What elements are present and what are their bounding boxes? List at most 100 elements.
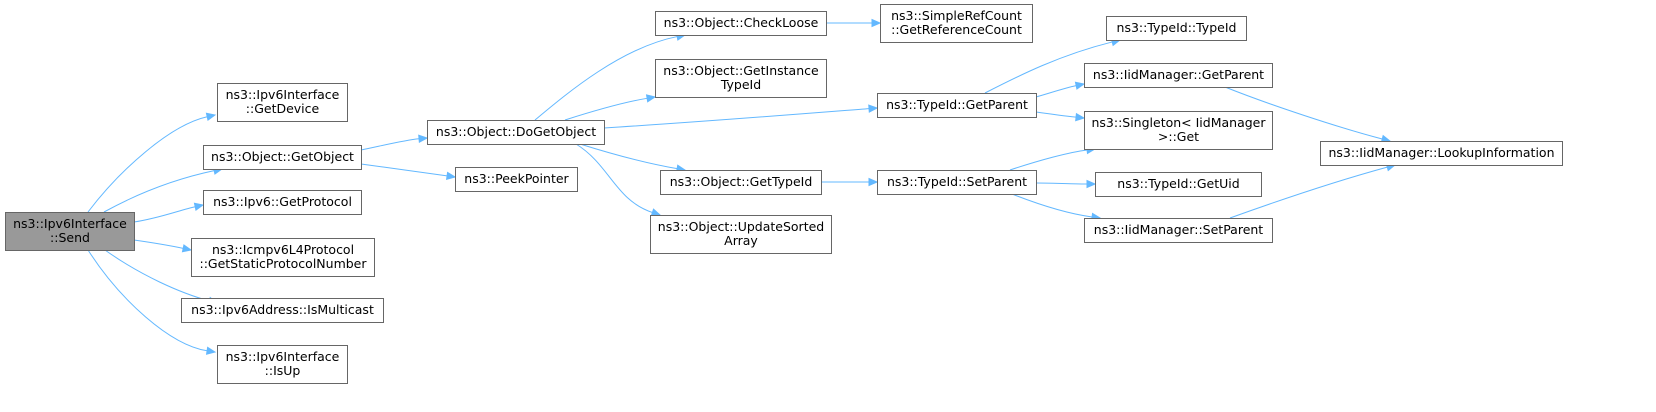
- node-label: ns3::Object::CheckLoose: [664, 15, 819, 30]
- node-box: [217, 345, 348, 384]
- arrowhead-send-to-getprotocol: [193, 202, 205, 211]
- arrowhead-send-to-isup: [205, 346, 217, 355]
- node-label: ns3::Ipv6Interface: [13, 216, 127, 231]
- node-typeid_typeid[interactable]: ns3::TypeId::TypeId: [1106, 16, 1247, 41]
- node-obj_gettypeid[interactable]: ns3::Object::GetTypeId: [660, 170, 822, 195]
- node-box: [455, 167, 578, 192]
- node-label: >::Get: [1158, 129, 1199, 144]
- node-checkloose[interactable]: ns3::Object::CheckLoose: [655, 11, 827, 36]
- arrowhead-dogetobject-to-getinstancetypeid: [645, 94, 657, 103]
- arrowhead-send-to-icmpv6: [181, 244, 193, 253]
- node-box: [1106, 16, 1247, 41]
- node-label: ns3::Ipv6Interface: [226, 87, 340, 102]
- node-box: [660, 170, 822, 195]
- node-box: [203, 190, 362, 215]
- edge-send-to-getprotocol: [133, 206, 196, 223]
- node-box: [203, 145, 362, 170]
- edge-dogetobject-to-typeid_getparent: [603, 108, 870, 129]
- node-iid_setparent[interactable]: ns3::IidManager::SetParent: [1084, 218, 1273, 243]
- edge-send-to-getobject: [103, 170, 215, 213]
- node-peekpointer[interactable]: ns3::PeekPointer: [455, 167, 578, 192]
- node-label: ::Send: [50, 230, 90, 245]
- edge-typeid_getparent-to-iid_getparent: [1035, 85, 1077, 98]
- node-typeid_setparent[interactable]: ns3::TypeId::SetParent: [877, 170, 1037, 195]
- node-box: [1084, 111, 1273, 150]
- edge-typeid_setparent-to-iid_setparent: [1011, 193, 1093, 218]
- edge-typeid_setparent-to-typeid_getuid: [1035, 182, 1088, 185]
- edge-dogetobject-to-checkloose: [534, 36, 678, 121]
- node-getprotocol[interactable]: ns3::Ipv6::GetProtocol: [203, 190, 362, 215]
- node-label: ns3::Object::GetInstance: [663, 63, 819, 78]
- node-label: ns3::Ipv6Address::IsMulticast: [191, 302, 374, 317]
- nodes-layer: ns3::Ipv6Interface::Sendns3::Ipv6Interfa…: [5, 4, 1563, 384]
- node-typeid_getuid[interactable]: ns3::TypeId::GetUid: [1095, 172, 1262, 197]
- arrowhead-dogetobject-to-typeid_getparent: [868, 104, 879, 113]
- node-label: ns3::TypeId::TypeId: [1117, 20, 1237, 35]
- node-ismulticast[interactable]: ns3::Ipv6Address::IsMulticast: [181, 298, 384, 323]
- arrowhead-obj_gettypeid-to-typeid_setparent: [868, 177, 879, 187]
- node-getobject[interactable]: ns3::Object::GetObject: [203, 145, 362, 170]
- node-box: [1084, 63, 1273, 88]
- node-box: [1320, 141, 1563, 166]
- node-singleton_get[interactable]: ns3::Singleton< IidManager>::Get: [1084, 111, 1273, 150]
- edge-dogetobject-to-obj_gettypeid: [579, 143, 678, 170]
- node-box: [877, 93, 1037, 118]
- arrowhead-getobject-to-peekpointer: [445, 171, 457, 181]
- node-label: ns3::SimpleRefCount: [891, 8, 1022, 23]
- edge-dogetobject-to-updatesorted: [575, 143, 653, 213]
- node-typeid_getparent[interactable]: ns3::TypeId::GetParent: [877, 93, 1037, 118]
- node-label: ns3::IidManager::GetParent: [1093, 67, 1264, 82]
- node-label: ns3::TypeId::GetParent: [886, 97, 1028, 112]
- node-box: [655, 59, 827, 98]
- node-icmpv6[interactable]: ns3::Icmpv6L4Protocol::GetStaticProtocol…: [191, 238, 375, 277]
- node-isup[interactable]: ns3::Ipv6Interface::IsUp: [217, 345, 348, 384]
- arrowhead-typeid_getparent-to-singleton_get: [1075, 112, 1086, 122]
- node-box: [427, 120, 605, 145]
- node-label: ::IsUp: [265, 363, 301, 378]
- node-box: [181, 298, 384, 323]
- arrowhead-typeid_setparent-to-typeid_getuid: [1086, 179, 1097, 189]
- edge-typeid_getparent-to-singleton_get: [1035, 111, 1077, 118]
- edge-iid_setparent-to-lookupinfo: [1229, 166, 1388, 219]
- node-label: ns3::Object::GetObject: [211, 149, 354, 164]
- node-box: [191, 238, 375, 277]
- edge-send-to-getdevice: [87, 116, 208, 213]
- node-box: [217, 83, 348, 122]
- node-iid_getparent[interactable]: ns3::IidManager::GetParent: [1084, 63, 1273, 88]
- node-getrefcount[interactable]: ns3::SimpleRefCount::GetReferenceCount: [880, 4, 1033, 43]
- node-dogetobject[interactable]: ns3::Object::DoGetObject: [427, 120, 605, 145]
- node-getdevice[interactable]: ns3::Ipv6Interface::GetDevice: [217, 83, 348, 122]
- edge-typeid_getparent-to-typeid_typeid: [984, 41, 1113, 94]
- node-box: [1095, 172, 1262, 197]
- arrowhead-send-to-getdevice: [205, 112, 217, 122]
- node-box: [5, 212, 135, 251]
- node-label: ::GetStaticProtocolNumber: [199, 256, 367, 271]
- node-label: ns3::Ipv6Interface: [226, 349, 340, 364]
- edge-typeid_setparent-to-singleton_get: [1009, 149, 1088, 171]
- edge-send-to-icmpv6: [133, 239, 184, 249]
- node-label: ns3::IidManager::LookupInformation: [1328, 145, 1554, 160]
- node-send[interactable]: ns3::Ipv6Interface::Send: [5, 212, 135, 251]
- node-label: ::GetDevice: [246, 101, 320, 116]
- node-label: ns3::Ipv6::GetProtocol: [213, 194, 352, 209]
- node-label: ns3::TypeId::GetUid: [1117, 176, 1239, 191]
- arrowhead-checkloose-to-getrefcount: [871, 18, 882, 28]
- node-label: ns3::Object::DoGetObject: [436, 124, 596, 139]
- node-lookupinfo[interactable]: ns3::IidManager::LookupInformation: [1320, 141, 1563, 166]
- arrowhead-dogetobject-to-updatesorted: [650, 208, 662, 217]
- node-box: [650, 215, 832, 254]
- node-label: ns3::IidManager::SetParent: [1094, 222, 1264, 237]
- node-label: ns3::PeekPointer: [464, 171, 569, 186]
- node-box: [880, 4, 1033, 43]
- node-label: ns3::Singleton< IidManager: [1091, 115, 1266, 130]
- arrowhead-getobject-to-dogetobject: [418, 134, 429, 144]
- edge-send-to-isup: [87, 249, 208, 352]
- edge-getobject-to-dogetobject: [360, 138, 420, 151]
- node-label: ns3::Object::UpdateSorted: [658, 219, 824, 234]
- edge-dogetobject-to-getinstancetypeid: [564, 97, 648, 121]
- node-label: TypeId: [720, 77, 761, 92]
- edge-iid_getparent-to-lookupinfo: [1224, 86, 1383, 140]
